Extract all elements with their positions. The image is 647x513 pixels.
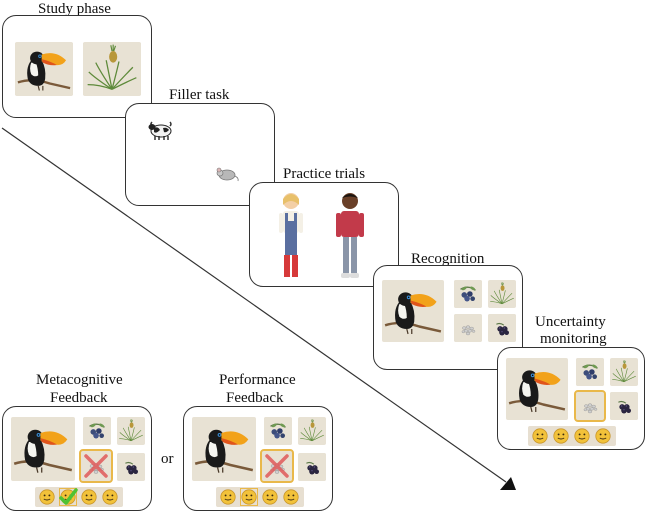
practice-trials-screen	[249, 182, 399, 287]
mouse-icon	[216, 167, 239, 182]
smiley-icon	[102, 489, 118, 505]
pineapple-plant-icon	[83, 42, 141, 96]
pebbles-icon	[260, 449, 294, 483]
blueberry-icon	[576, 358, 604, 386]
performance-feedback-label-line2: Feedback	[226, 390, 284, 406]
smiley-icon[interactable]	[553, 428, 569, 444]
smiley-row	[220, 488, 299, 506]
uncertainty-label-line2: monitoring	[540, 331, 607, 347]
smiley-row	[532, 428, 611, 444]
blackberry-icon	[298, 453, 326, 481]
smiley-icon	[240, 488, 258, 506]
filler-task-label: Filler task	[169, 87, 230, 103]
performance-feedback-screen	[183, 406, 333, 511]
blackberry-icon	[117, 453, 145, 481]
pebbles-icon[interactable]	[574, 390, 606, 422]
metacognitive-feedback-label-line2: Feedback	[50, 390, 108, 406]
cow-icon	[148, 121, 172, 140]
uncertainty-label-line1: Uncertainty	[535, 314, 606, 330]
recognition-screen	[373, 265, 523, 370]
smiley-icon[interactable]	[574, 428, 590, 444]
smiley-scale	[528, 426, 616, 446]
practice-trials-label: Practice trials	[283, 166, 366, 182]
pineapple-plant-icon	[488, 280, 516, 308]
cross-icon	[81, 451, 111, 481]
smiley-icon[interactable]	[532, 428, 548, 444]
smiley-scale	[216, 487, 304, 507]
pebbles-icon	[454, 314, 482, 342]
performance-feedback-label-line1: Performance	[219, 372, 296, 388]
toucan-icon	[11, 417, 75, 481]
cross-icon	[262, 451, 292, 481]
or-label: or	[161, 451, 174, 467]
smiley-icon	[81, 489, 97, 505]
uncertainty-monitoring-screen	[497, 347, 645, 450]
metacognitive-feedback-screen	[2, 406, 152, 511]
smiley-icon	[262, 489, 278, 505]
pebbles-icon	[79, 449, 113, 483]
blueberry-icon	[83, 417, 111, 445]
pineapple-plant-icon	[117, 417, 145, 445]
metacognitive-feedback-label-line1: Metacognitive	[36, 372, 123, 388]
blackberry-icon	[610, 392, 638, 420]
blueberry-icon	[454, 280, 482, 308]
smiley-icon	[39, 489, 55, 505]
pineapple-plant-icon	[610, 358, 638, 386]
pineapple-plant-icon	[298, 417, 326, 445]
blackberry-icon	[488, 314, 516, 342]
smiley-scale	[35, 487, 123, 507]
toucan-icon	[15, 42, 73, 96]
smiley-icon	[220, 489, 236, 505]
girl-icon	[279, 193, 303, 277]
blueberry-icon	[264, 417, 292, 445]
smiley-icon	[283, 489, 299, 505]
toucan-icon	[192, 417, 256, 481]
filler-task-screen	[125, 103, 275, 206]
study-phase-screen	[2, 15, 152, 118]
smiley-row	[39, 487, 118, 507]
recognition-label: Recognition	[411, 251, 485, 267]
smiley-icon[interactable]	[595, 428, 611, 444]
toucan-icon	[382, 280, 444, 342]
study-phase-label: Study phase	[38, 1, 111, 17]
boy-icon	[336, 193, 364, 278]
toucan-icon	[506, 358, 568, 420]
checkmark-icon	[58, 487, 78, 507]
